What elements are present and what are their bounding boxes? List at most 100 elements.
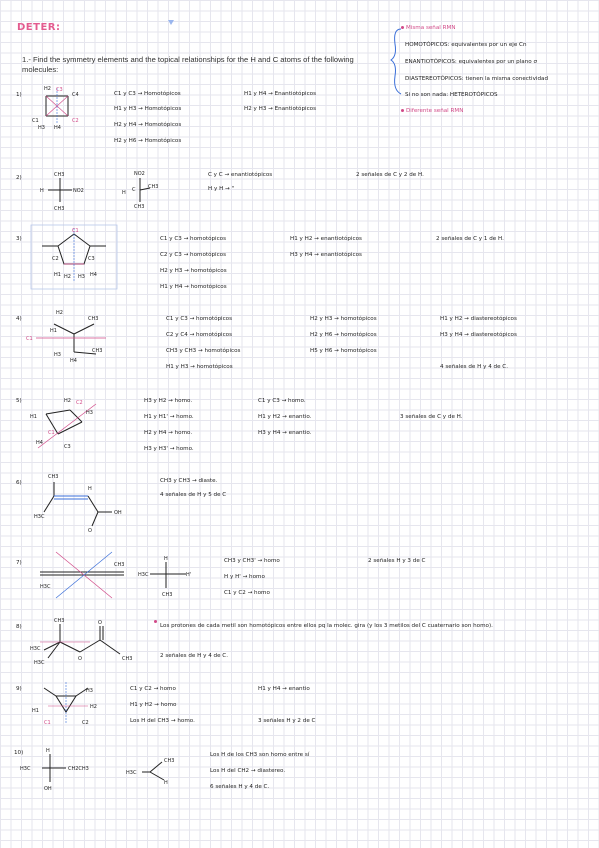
problem-5-number: 5) [16, 398, 22, 404]
cursor-marker-icon [168, 20, 174, 25]
problem-3-relation: C1 y C3 → homotópicos [160, 236, 227, 242]
problem-10-summary: 6 señales H y 4 de C. [210, 784, 270, 790]
problem-9-label: C2 [82, 720, 89, 726]
problem-3-label: C3 [88, 256, 95, 262]
problem-5-label: C1 [48, 430, 55, 436]
problem-5-relation: C1 y C3 → homo. [258, 398, 306, 404]
problem-10-label: H3C [20, 766, 31, 772]
problem-1-label: C2 [72, 118, 79, 124]
problem-5-label: H3 [86, 410, 93, 416]
problem-8-label: CH3 [122, 656, 132, 662]
problem-5-relation: H2 y H4 → homo. [144, 430, 193, 436]
problem-7-3d-label: H [164, 556, 168, 562]
problem-4-relation: C2 y C4 → homotópicos [166, 332, 233, 338]
problem-6-label: CH3 [48, 474, 58, 480]
problem-2-relation: H y H → " [208, 186, 235, 192]
problem-4-label: H2 [56, 310, 63, 316]
legend-homotopic: HOMOTÓPICOS: equivalentes por un eje Cn [405, 42, 527, 48]
problem-6-number: 6) [16, 480, 22, 486]
problem-3-relation: C2 y C3 → homotópicos [160, 252, 227, 258]
problem-4-relation: H3 y H4 → diastereotópicos [440, 332, 517, 338]
problem-9-number: 9) [16, 686, 22, 692]
problem-4-molecule: H2 CH3 C1 H1 CH3 H3 H4 [26, 310, 106, 364]
problem-9-relation: C1 y C2 → homo [130, 686, 176, 692]
legend-diff-signal-text: Diferente señal RMN [406, 108, 464, 114]
problem-4-label: C1 [26, 336, 33, 342]
problem-10-relation: Los H de los CH3 son homo entre sí [210, 752, 310, 758]
problem-4-relation: H1 y H2 → diastereotópicos [440, 316, 517, 322]
problem-6-label: O [88, 528, 92, 534]
problem-2-label: CH3 [54, 172, 64, 178]
problem-5-label: H2 [64, 398, 71, 404]
problem-6-label: OH [114, 510, 122, 516]
problem-2-3d-label: CH3 [148, 184, 158, 190]
problem-5-label: H4 [36, 440, 43, 446]
problem-7-3d-label: H3C [138, 572, 149, 578]
problem-7-3d-label: H' [186, 572, 191, 578]
problem-4-label: CH3 [92, 348, 102, 354]
problem-4-relation: C1 y C3 → homotópicos [166, 316, 233, 322]
problem-5-relation: H3 y H4 → enantio. [258, 430, 312, 436]
problem-5-relation: H3 y H3' → homo. [144, 446, 194, 452]
problem-10-molecule-fischer: H H3C CH2CH3 OH [20, 748, 89, 792]
problem-4-number: 4) [16, 316, 22, 322]
problem-7-relation: H y H' → homo [224, 574, 265, 580]
problem-10-3d-label: CH3 [164, 758, 174, 764]
problem-10-3d-label: H3C [126, 770, 137, 776]
problem-6-summary: 4 señales de H y 5 de C [160, 492, 227, 498]
legend-same-signal: Misma señal RMN [401, 25, 456, 31]
problem-10-3d-label: H [164, 780, 168, 786]
problem-10-relation: Los H del CH2 → diastereo. [210, 768, 286, 774]
problem-1-molecule: H2 C3 C4 C1 C2 H3 H4 [32, 86, 79, 131]
problem-9-relation: Los H del CH3 → homo. [130, 718, 195, 724]
problem-3-label: H3 [78, 274, 85, 280]
problem-2-molecule-3d: NO2 H C CH3 CH3 [122, 171, 158, 210]
problem-9-label: H1 [32, 708, 39, 714]
problem-7-relation: C1 y C2 → homo [224, 590, 270, 596]
problem-9-label: C1 [44, 720, 51, 726]
problem-1-relation: H2 y H4 → Homotópicos [114, 122, 182, 128]
problem-1-label: H2 [44, 86, 51, 92]
problem-5-relation: H3 y H2 → homo. [144, 398, 193, 404]
problem-7-summary: 2 señales H y 3 de C [368, 558, 426, 564]
problem-6-label: H [88, 486, 92, 492]
problem-8-label: O [78, 656, 82, 662]
problem-8-summary: 2 señales de H y 4 de C. [160, 653, 228, 659]
problem-2-3d-label: H [122, 190, 126, 196]
problem-9-relation: H1 y H4 → enantio [258, 686, 310, 692]
legend-diff-signal: Diferente señal RMN [401, 108, 463, 114]
problem-1-number: 1) [16, 92, 22, 98]
problem-3-label: H4 [90, 272, 97, 278]
problem-10-number: 10) [14, 750, 24, 756]
problem-1-label: C4 [72, 92, 79, 98]
problem-2-relation: C y C → enantiotópicos [208, 172, 273, 178]
problem-3-label: H2 [64, 274, 71, 280]
problem-1-relation: H2 y H3 → Enantiotópicos [244, 106, 316, 112]
problem-3-molecule: C1 C2 C3 H1 H2 H3 H4 [30, 224, 118, 290]
problem-3-relation: H3 y H4 → enantiotópicos [290, 252, 362, 258]
problem-9-label: H2 [90, 704, 97, 710]
problem-4-relation: CH3 y CH3 → homotópicos [166, 348, 241, 354]
problem-1-relation: H1 y H3 → Homotópicos [114, 106, 182, 112]
problem-7-number: 7) [16, 560, 22, 566]
problem-4-label: CH3 [88, 316, 98, 322]
problem-1-relation: H2 y H6 → Homotópicos [114, 138, 182, 144]
problem-9-molecule: H1 H2 C1 C2 H3 [32, 682, 97, 726]
problem-8-note: Los protones de cada metil son homotópic… [160, 623, 493, 629]
problem-3-label: H1 [54, 272, 61, 278]
problem-5-molecule: H2 C2 H3 H1 C1 H4 C3 [30, 398, 97, 450]
legend-same-signal-text: Misma señal RMN [406, 25, 456, 31]
problem-8-number: 8) [16, 624, 22, 630]
problem-8-label: CH3 [54, 618, 64, 624]
problem-8-note-dot [154, 619, 159, 625]
problem-4-relation: H2 y H6 → homotópicos [310, 332, 377, 338]
problem-5-summary: 3 señales de C y de H. [400, 414, 463, 420]
problem-3-relation: H2 y H3 → homotópicos [160, 268, 227, 274]
problem-2-3d-label: NO2 [134, 171, 145, 177]
problem-9-summary: 3 señales H y 2 de C [258, 718, 316, 724]
legend: Misma señal RMN HOMOTÓPICOS: equivalente… [390, 24, 586, 120]
problem-8-label: H3C [34, 660, 45, 666]
problem-7-molecule-3d: H H3C H' CH3 [138, 556, 191, 598]
problem-5-label: H1 [30, 414, 37, 420]
problem-8-label: H3C [30, 646, 41, 652]
